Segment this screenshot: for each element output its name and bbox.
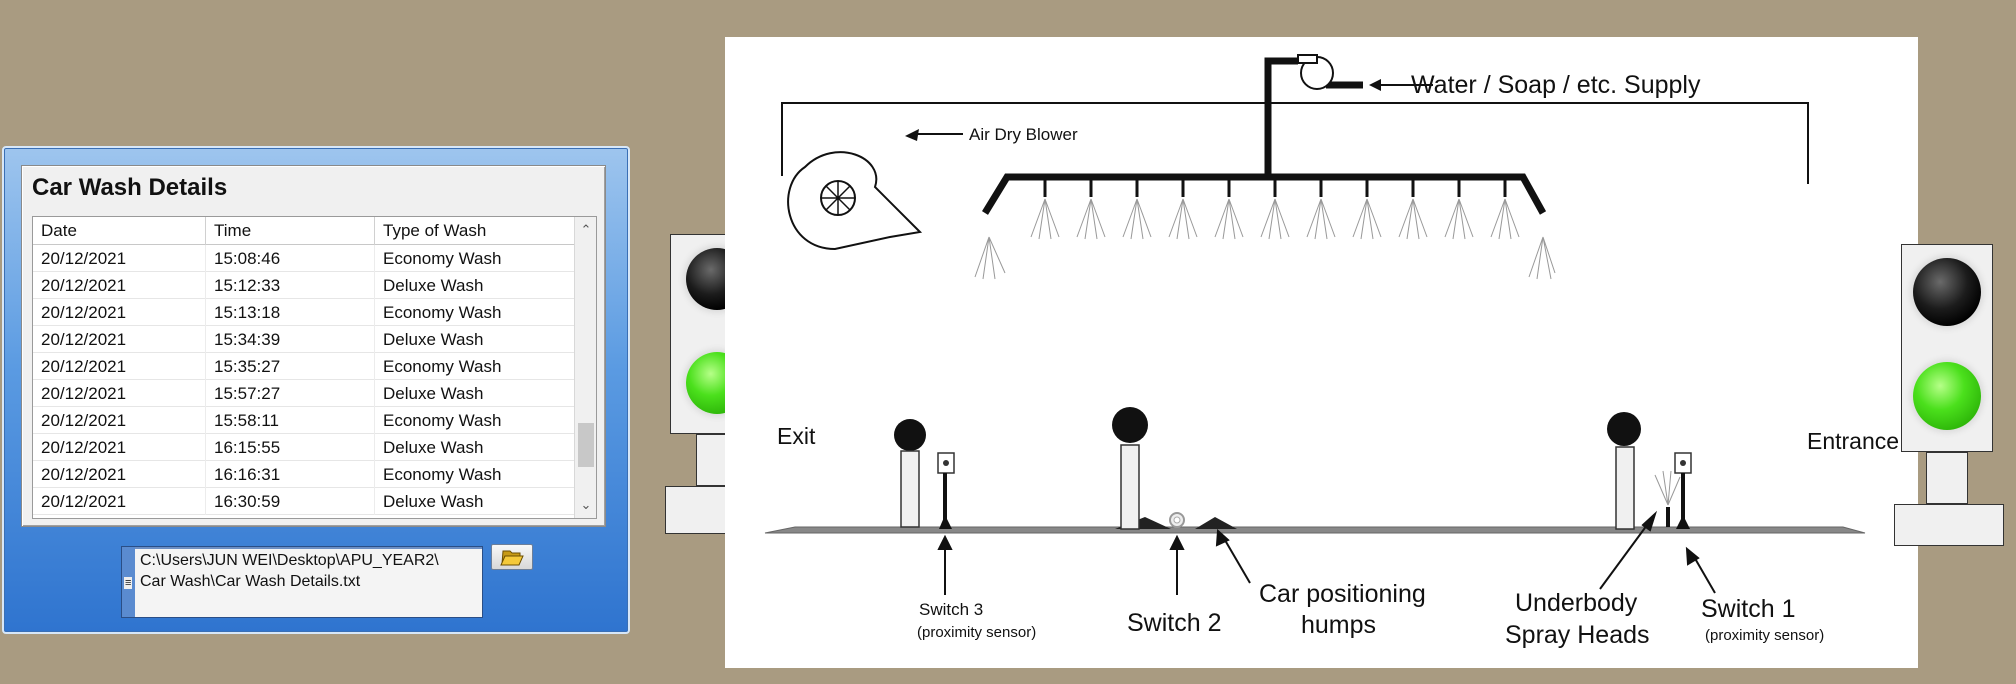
spray-manifold bbox=[982, 173, 1547, 215]
cell-wash-type: Economy Wash bbox=[383, 357, 502, 376]
table-header: Date Time Type of Wash bbox=[33, 217, 576, 245]
cell-time: 15:35:27 bbox=[214, 357, 281, 376]
cell-time: 15:08:46 bbox=[214, 249, 281, 268]
cell-wash-type: Economy Wash bbox=[383, 411, 502, 430]
cell-wash-type: Deluxe Wash bbox=[383, 276, 484, 295]
switch3-sensor bbox=[937, 452, 955, 529]
switch2-label: Switch 2 bbox=[1127, 609, 1222, 637]
wash-bay-frame bbox=[781, 102, 1809, 184]
exit-indicator-pole bbox=[894, 419, 926, 528]
middle-indicator-pole bbox=[1112, 407, 1148, 530]
file-path-line-2: Car Wash\Car Wash Details.txt bbox=[140, 573, 361, 590]
table-row[interactable]: 20/12/2021 16:15:55 Deluxe Wash bbox=[33, 434, 576, 461]
cell-wash-type: Deluxe Wash bbox=[383, 438, 484, 457]
cell-date: 20/12/2021 bbox=[41, 276, 127, 295]
table-row[interactable]: 20/12/2021 15:34:39 Deluxe Wash bbox=[33, 326, 576, 353]
switch1-label: Switch 1 bbox=[1701, 595, 1796, 623]
cell-wash-type: Economy Wash bbox=[383, 249, 502, 268]
car-wash-panel: Car Wash Details Date Time Type of Wash … bbox=[2, 146, 630, 634]
cell-date: 20/12/2021 bbox=[41, 438, 127, 457]
cell-date: 20/12/2021 bbox=[41, 465, 127, 484]
car-wash-details-group: Car Wash Details Date Time Type of Wash … bbox=[21, 165, 606, 527]
cell-wash-type: Economy Wash bbox=[383, 465, 502, 484]
spray-patterns bbox=[974, 198, 1556, 280]
cell-date: 20/12/2021 bbox=[41, 303, 127, 322]
cell-wash-type: Deluxe Wash bbox=[383, 384, 484, 403]
underbody-spray-head bbox=[1654, 470, 1681, 527]
switch2-sensor bbox=[1169, 512, 1185, 528]
column-header-time[interactable]: Time bbox=[214, 221, 252, 240]
cell-wash-type: Deluxe Wash bbox=[383, 492, 484, 511]
table-row[interactable]: 20/12/2021 15:13:18 Economy Wash bbox=[33, 299, 576, 326]
supply-pump-icon bbox=[1297, 54, 1334, 90]
scroll-down-icon[interactable]: ⌄ bbox=[580, 497, 592, 512]
switch1-sensor bbox=[1674, 452, 1692, 529]
column-header-date[interactable]: Date bbox=[41, 221, 77, 240]
blower-label: Air Dry Blower bbox=[969, 125, 1078, 144]
path-type-icon[interactable]: ≡ bbox=[124, 577, 133, 589]
supply-arrow-head bbox=[1369, 79, 1381, 91]
cell-wash-type: Economy Wash bbox=[383, 303, 502, 322]
cell-date: 20/12/2021 bbox=[41, 330, 127, 349]
table-row[interactable]: 20/12/2021 16:30:59 Deluxe Wash bbox=[33, 488, 576, 515]
cell-time: 15:58:11 bbox=[214, 411, 279, 430]
table-row[interactable]: 20/12/2021 15:57:27 Deluxe Wash bbox=[33, 380, 576, 407]
exit-label: Exit bbox=[777, 423, 816, 449]
cell-time: 15:34:39 bbox=[214, 330, 281, 349]
entrance-label: Entrance bbox=[1807, 428, 1900, 454]
cell-date: 20/12/2021 bbox=[41, 357, 127, 376]
callout-arrows bbox=[937, 510, 1716, 595]
table-row[interactable]: 20/12/2021 15:58:11 Economy Wash bbox=[33, 407, 576, 434]
positioning-hump-2 bbox=[1195, 517, 1237, 529]
blower-arrow-head bbox=[905, 129, 919, 141]
browse-button[interactable] bbox=[491, 544, 533, 570]
cell-time: 15:57:27 bbox=[214, 384, 281, 403]
car-wash-diagram: Water / Soap / etc. Supply Air Dry Blowe… bbox=[725, 37, 1918, 668]
cell-date: 20/12/2021 bbox=[41, 492, 127, 511]
cell-date: 20/12/2021 bbox=[41, 384, 127, 403]
scroll-thumb[interactable] bbox=[578, 423, 594, 467]
switch1-sublabel: (proximity sensor) bbox=[1705, 627, 1825, 644]
cell-time: 16:16:31 bbox=[214, 465, 281, 484]
scroll-up-icon[interactable]: ⌃ bbox=[580, 222, 592, 237]
entrance-light-base bbox=[1894, 504, 2004, 546]
underbody-label-line-1: Underbody bbox=[1515, 589, 1638, 617]
spray-drops bbox=[1043, 179, 1507, 197]
entrance-indicator-pole bbox=[1607, 412, 1641, 530]
table-scrollbar[interactable]: ⌃ ⌄ bbox=[574, 217, 596, 518]
cell-date: 20/12/2021 bbox=[41, 411, 127, 430]
humps-label-line-2: humps bbox=[1301, 611, 1377, 639]
supply-pipe bbox=[1264, 57, 1298, 179]
cell-time: 15:12:33 bbox=[214, 276, 281, 295]
wash-log-table[interactable]: Date Time Type of Wash 20/12/2021 15:08:4… bbox=[32, 216, 597, 519]
underbody-label-line-2: Spray Heads bbox=[1505, 621, 1650, 649]
file-path-field[interactable]: ≡ C:\Users\JUN WEI\Desktop\APU_YEAR2\ Ca… bbox=[121, 546, 483, 618]
column-header-type[interactable]: Type of Wash bbox=[383, 221, 487, 240]
table-row[interactable]: 20/12/2021 15:35:27 Economy Wash bbox=[33, 353, 576, 380]
folder-open-icon bbox=[500, 550, 524, 566]
details-title: Car Wash Details bbox=[32, 174, 228, 201]
air-dry-blower-icon bbox=[787, 151, 923, 251]
cell-date: 20/12/2021 bbox=[41, 249, 127, 268]
entrance-light-pole bbox=[1926, 452, 1968, 504]
supply-label: Water / Soap / etc. Supply bbox=[1411, 71, 1701, 99]
ground-track bbox=[764, 526, 1866, 534]
file-path-line-1: C:\Users\JUN WEI\Desktop\APU_YEAR2\ bbox=[140, 552, 439, 569]
table-row[interactable]: 20/12/2021 16:16:31 Economy Wash bbox=[33, 461, 576, 488]
switch3-label: Switch 3 bbox=[919, 600, 984, 619]
cell-time: 15:13:18 bbox=[214, 303, 281, 322]
table-row[interactable]: 20/12/2021 15:08:46 Economy Wash bbox=[33, 245, 576, 272]
table-row[interactable]: 20/12/2021 15:12:33 Deluxe Wash bbox=[33, 272, 576, 299]
cell-time: 16:30:59 bbox=[214, 492, 281, 511]
switch3-sublabel: (proximity sensor) bbox=[917, 624, 1037, 641]
humps-label-line-1: Car positioning bbox=[1259, 580, 1426, 608]
entrance-go-lamp bbox=[1913, 362, 1981, 430]
diagram-drawing bbox=[764, 54, 1866, 595]
cell-time: 16:15:55 bbox=[214, 438, 281, 457]
cell-wash-type: Deluxe Wash bbox=[383, 330, 484, 349]
entrance-stop-lamp bbox=[1913, 258, 1981, 326]
